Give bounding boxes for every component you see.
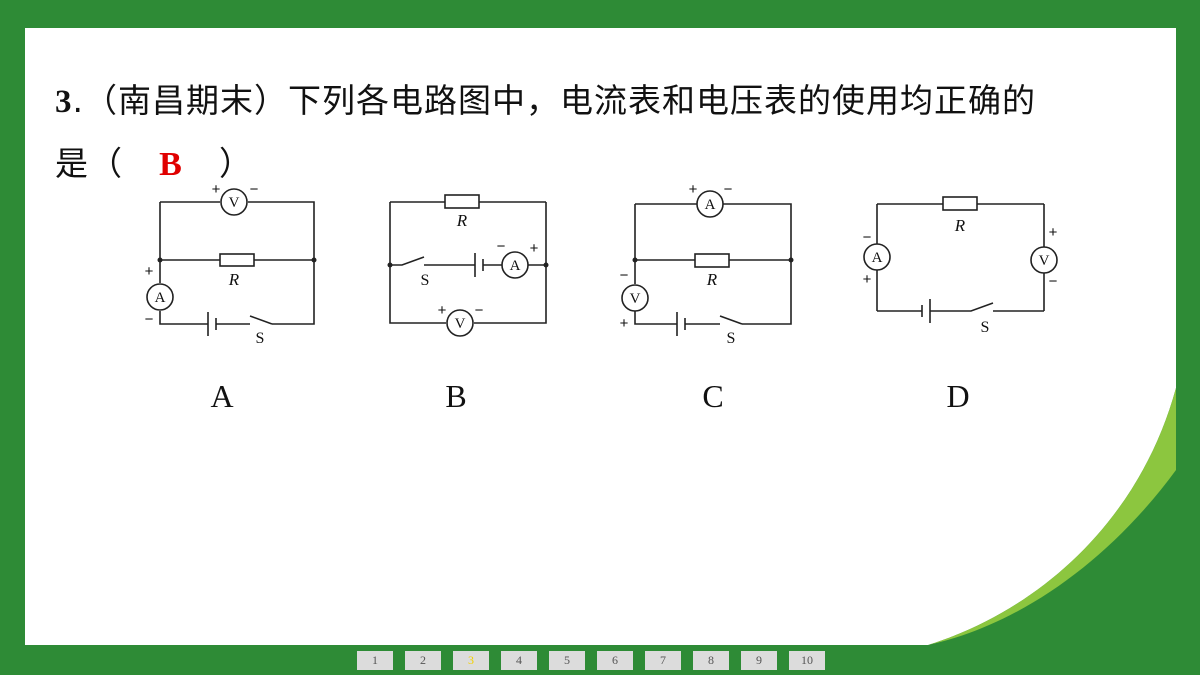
svg-text:+: + (689, 181, 698, 198)
svg-text:V: V (630, 291, 641, 307)
svg-text:−: − (497, 238, 506, 255)
page-button-3[interactable]: 3 (453, 651, 489, 670)
circuit-diagram-b: R S A − + V + − (387, 194, 549, 337)
question-number: 3 (55, 84, 73, 120)
svg-text:R: R (954, 216, 966, 235)
svg-text:S: S (727, 330, 736, 347)
option-label-b: B (445, 378, 467, 414)
svg-text:+: + (1049, 224, 1058, 241)
circuit-diagram-d: R A − + V + − S (863, 196, 1058, 336)
page-button-10[interactable]: 10 (789, 651, 825, 670)
svg-text:−: − (250, 181, 259, 198)
svg-text:V: V (455, 316, 466, 332)
svg-text:+: + (530, 240, 539, 257)
answer-text: B (159, 146, 183, 183)
option-label-a: A (210, 378, 234, 414)
option-label-c: C (702, 378, 724, 414)
question-line2-suffix: ） (219, 144, 253, 183)
svg-text:+: + (438, 302, 447, 319)
question-line1: .（南昌期末）下列各电路图中，电流表和电压表的使用均正确的 (72, 81, 1036, 120)
page-button-6[interactable]: 6 (597, 651, 633, 670)
svg-text:−: − (475, 302, 484, 319)
page-button-1[interactable]: 1 (357, 651, 393, 670)
circuit-diagram-a: V + − R A + − S (145, 181, 317, 347)
svg-text:R: R (706, 270, 718, 289)
svg-text:V: V (1039, 253, 1050, 269)
svg-text:S: S (421, 272, 430, 289)
page-button-7[interactable]: 7 (645, 651, 681, 670)
svg-text:A: A (705, 197, 716, 213)
svg-text:R: R (456, 211, 468, 230)
question-text: 3.（南昌期末）下列各电路图中，电流表和电压表的使用均正确的 是（ B ） (55, 70, 1095, 196)
svg-text:A: A (872, 250, 883, 266)
page-button-4[interactable]: 4 (501, 651, 537, 670)
svg-text:R: R (228, 270, 240, 289)
svg-text:+: + (212, 181, 221, 198)
svg-text:−: − (724, 181, 733, 198)
svg-text:+: + (145, 263, 154, 280)
svg-text:A: A (155, 290, 166, 306)
svg-text:A: A (510, 258, 521, 274)
page-button-8[interactable]: 8 (693, 651, 729, 670)
option-label-d: D (946, 378, 970, 414)
svg-text:V: V (229, 195, 240, 211)
svg-text:−: − (1049, 273, 1058, 290)
page-button-2[interactable]: 2 (405, 651, 441, 670)
svg-text:−: − (863, 229, 872, 246)
svg-text:+: + (620, 315, 629, 332)
page-button-5[interactable]: 5 (549, 651, 585, 670)
page-button-9[interactable]: 9 (741, 651, 777, 670)
question-line2-prefix: 是（ (55, 144, 123, 183)
svg-text:+: + (863, 271, 872, 288)
circuit-diagram-c: A + − R V − + S (620, 181, 794, 347)
svg-text:S: S (256, 330, 265, 347)
page-curl (928, 388, 1176, 645)
svg-text:−: − (620, 267, 629, 284)
svg-text:S: S (981, 319, 990, 336)
slide-pager: 1 2 3 4 5 6 7 8 9 10 (357, 651, 825, 671)
svg-text:−: − (145, 311, 154, 328)
